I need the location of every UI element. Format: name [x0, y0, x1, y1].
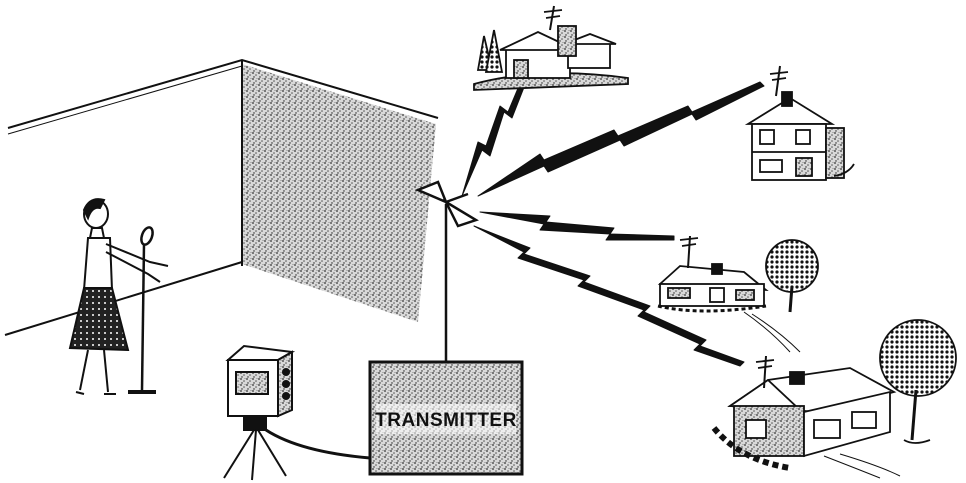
signal-to-two-story-house	[478, 82, 764, 196]
tv-camera	[224, 346, 370, 480]
tree-icon	[880, 320, 956, 396]
signal-to-ranch-house	[480, 212, 674, 240]
dotted-skirt	[70, 288, 128, 350]
microphone-icon	[139, 226, 155, 246]
tree-icon	[766, 240, 818, 292]
tripod-leg-left	[224, 430, 254, 478]
floor-line	[5, 262, 242, 335]
receiver-two-story-house	[748, 66, 854, 180]
transmitter-label: TRANSMITTER	[375, 410, 517, 431]
studio-room	[5, 60, 438, 335]
transmitter-box: TRANSMITTER	[370, 362, 522, 474]
signal-beams	[462, 72, 764, 366]
performer-woman	[70, 199, 168, 394]
receiver-hillside-house	[474, 6, 628, 90]
left-wall-top-edge-inner	[8, 66, 242, 134]
microphone-stand	[128, 226, 156, 392]
studio-backdrop-wall	[242, 64, 436, 322]
receiver-bungalow-house	[714, 320, 956, 478]
tripod-leg-center	[252, 430, 256, 480]
camera-cable	[266, 430, 370, 458]
